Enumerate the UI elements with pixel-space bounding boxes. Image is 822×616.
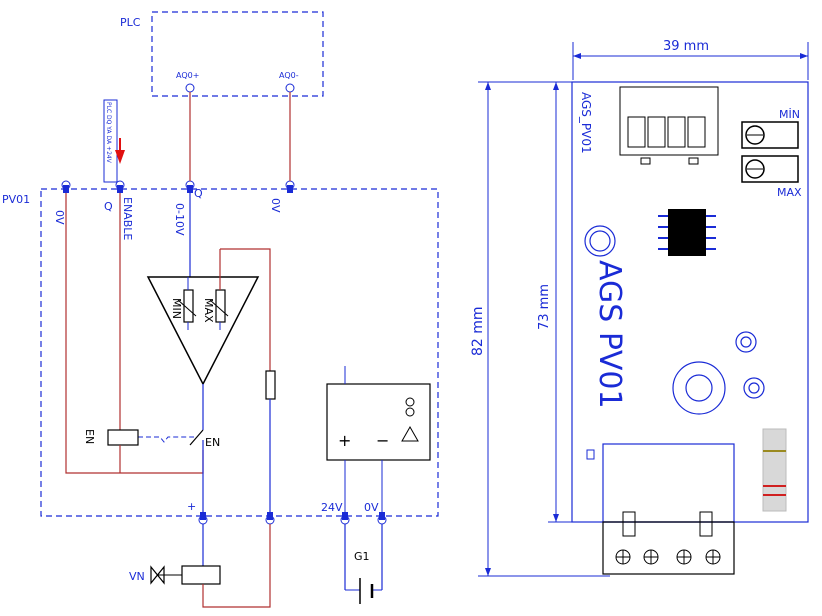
aq0-minus-label: AQ0- xyxy=(279,71,299,80)
terminal-24v: 24V xyxy=(321,501,343,514)
wire-valve-loop xyxy=(202,524,271,608)
supply-coil-2 xyxy=(405,407,415,417)
trimmer-min xyxy=(741,121,799,149)
pin-0v-right: 0V xyxy=(269,198,282,213)
screw-terminals xyxy=(615,549,721,565)
aq0-minus-terminal xyxy=(285,83,295,93)
amplifier-triangle xyxy=(146,276,260,386)
pv01-label: PV01 xyxy=(2,193,30,206)
relay-coil xyxy=(107,429,139,446)
vn-label: VN xyxy=(129,570,145,583)
contact-blade xyxy=(189,429,204,446)
supply-minus: − xyxy=(376,431,389,450)
ic-chip xyxy=(668,209,706,256)
aq0-plus-label: AQ0+ xyxy=(176,71,199,80)
bottom-connector-housing xyxy=(602,443,735,523)
aq0-plus-terminal xyxy=(185,83,195,93)
dim-73-label: 73 mm xyxy=(537,284,552,330)
dim-width-label: 39 mm xyxy=(663,39,709,54)
pcb-model-big: AGS PV01 xyxy=(592,260,627,409)
pv01-box xyxy=(40,188,439,517)
top-connector xyxy=(619,86,719,156)
tag-box xyxy=(103,99,118,183)
valve-symbol xyxy=(150,565,165,585)
board-drawing: 39 mm 82 mm 73 mm AGS_PV01 MİN MAX xyxy=(470,39,809,577)
contact-label: EN xyxy=(205,436,220,449)
wire-right-loop xyxy=(220,248,271,371)
pin-enable: ENABLE xyxy=(121,197,134,240)
terminal-0v: 0V xyxy=(364,501,379,514)
power-supply xyxy=(326,383,431,461)
pin-q-right: Q xyxy=(194,187,203,200)
color-band-component xyxy=(762,428,787,512)
led-ring-inner xyxy=(589,230,611,252)
plc-box xyxy=(151,11,324,97)
supply-warning-triangle xyxy=(401,425,419,442)
dim-82-label: 82 mm xyxy=(470,306,486,356)
tag-note: PLC DQ YA DA +24V xyxy=(105,102,112,164)
top-terminals xyxy=(61,180,295,193)
pcb-model-side: AGS_PV01 xyxy=(579,92,593,154)
pot-max-label: MAX xyxy=(202,298,215,323)
g1-label: G1 xyxy=(354,550,370,563)
pin-0v-left: 0V xyxy=(53,210,66,225)
schematic: PLC AQ0+ AQ0- PV01 PLC DQ YA DA +24V 0V … xyxy=(2,11,439,608)
pot-min-label: MIN xyxy=(170,298,183,319)
pin-0-10v: 0-10V xyxy=(173,203,186,236)
supply-coil-1 xyxy=(405,397,415,407)
supply-plus: + xyxy=(338,431,351,450)
plus-label: + xyxy=(187,500,196,513)
max-label: MAX xyxy=(777,186,802,199)
bottom-connector-block xyxy=(602,521,735,575)
bottom-terminals xyxy=(198,512,387,525)
linkage xyxy=(138,436,194,443)
led-ring-outer xyxy=(584,225,616,257)
pin-q: Q xyxy=(104,200,113,213)
plc-label: PLC xyxy=(120,16,141,29)
resistor xyxy=(265,370,276,400)
mounting-hole xyxy=(672,361,726,415)
valve-coil xyxy=(181,565,221,585)
trimmer-max xyxy=(741,155,799,183)
min-label: MİN xyxy=(779,108,800,121)
relay-label: EN xyxy=(83,429,96,444)
tag-arrow xyxy=(115,150,125,164)
